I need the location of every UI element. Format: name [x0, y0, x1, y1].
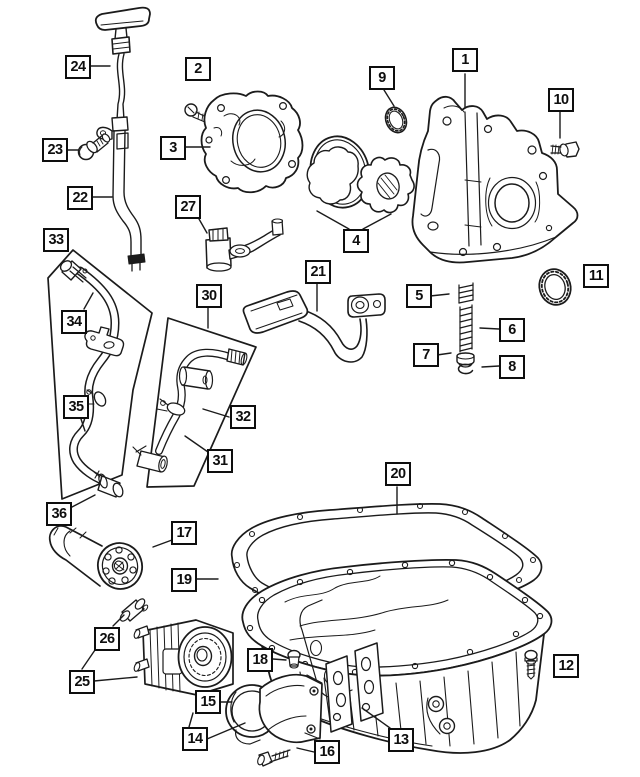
part-oil-filter-adapter: [205, 218, 284, 272]
callout-20[interactable]: 20: [385, 462, 411, 486]
callout-24[interactable]: 24: [65, 55, 91, 79]
callout-8-number: 8: [508, 358, 516, 375]
callout-34[interactable]: 34: [61, 310, 87, 334]
callout-5-number: 5: [415, 287, 423, 304]
callout-15[interactable]: 15: [195, 690, 221, 714]
callout-36-number: 36: [51, 505, 68, 522]
callout-17-number: 17: [176, 524, 193, 541]
callout-1[interactable]: 1: [452, 48, 478, 72]
callout-11[interactable]: 11: [583, 264, 609, 288]
part-oil-pump-body: [411, 95, 579, 264]
callout-23-number: 23: [47, 141, 64, 158]
part-tube-bracket-bolt: [77, 133, 111, 161]
callout-16-number: 16: [319, 743, 336, 760]
callout-10[interactable]: 10: [548, 88, 574, 112]
callout-2-number: 2: [194, 60, 202, 77]
part-oil-pump-cover: [200, 90, 304, 194]
callout-9[interactable]: 9: [369, 66, 395, 90]
callout-21[interactable]: 21: [305, 260, 331, 284]
callout-27-number: 27: [180, 198, 197, 215]
callout-1-number: 1: [461, 51, 469, 68]
callout-17[interactable]: 17: [171, 521, 197, 545]
part-inlet-bolt: [257, 749, 291, 767]
callout-18-number: 18: [252, 651, 269, 668]
part-cover-screw: [184, 103, 209, 123]
callout-31-number: 31: [212, 452, 229, 469]
callout-26-number: 26: [99, 630, 116, 647]
callout-22-number: 22: [72, 189, 89, 206]
callout-22[interactable]: 22: [67, 186, 93, 210]
part-pan-bolt: [524, 649, 538, 680]
callout-33-number: 33: [48, 231, 65, 248]
part-dipstick: [94, 6, 151, 272]
callout-34-number: 34: [66, 313, 83, 330]
callout-20-number: 20: [390, 465, 407, 482]
callout-7-number: 7: [422, 346, 430, 363]
callout-2[interactable]: 2: [185, 57, 211, 81]
callout-11-number: 11: [588, 267, 604, 284]
callout-24-number: 24: [70, 58, 87, 75]
part-relief-valve-set: [456, 282, 475, 375]
callout-30[interactable]: 30: [196, 284, 222, 308]
callout-6[interactable]: 6: [499, 318, 525, 342]
callout-3[interactable]: 3: [160, 136, 186, 160]
callout-35-number: 35: [68, 398, 85, 415]
callout-12-number: 12: [558, 657, 575, 674]
callout-19-number: 19: [176, 571, 193, 588]
callout-16[interactable]: 16: [314, 740, 340, 764]
callout-13[interactable]: 13: [388, 728, 414, 752]
callout-9-number: 9: [378, 69, 386, 86]
callout-10-number: 10: [553, 91, 570, 108]
callout-6-number: 6: [508, 321, 516, 338]
callout-32[interactable]: 32: [230, 405, 256, 429]
callout-15-number: 15: [200, 693, 217, 710]
part-baffle-plates: [325, 642, 384, 733]
part-oring-seal: [384, 106, 408, 134]
callout-4[interactable]: 4: [343, 229, 369, 253]
part-oil-cooler: [133, 619, 234, 696]
callout-36[interactable]: 36: [46, 502, 72, 526]
part-oil-pickup-tube: [242, 290, 386, 363]
callout-21-number: 21: [310, 263, 327, 280]
hose-group-33: [47, 249, 153, 500]
callout-13-number: 13: [393, 731, 410, 748]
callout-19[interactable]: 19: [171, 568, 197, 592]
callout-18[interactable]: 18: [247, 648, 273, 672]
callout-33[interactable]: 33: [43, 228, 69, 252]
callout-7[interactable]: 7: [413, 343, 439, 367]
callout-8[interactable]: 8: [499, 355, 525, 379]
callout-25-number: 25: [74, 673, 91, 690]
leader-lines: [67, 65, 561, 753]
part-bracket-34: [84, 326, 125, 357]
callout-12[interactable]: 12: [553, 654, 579, 678]
callout-5[interactable]: 5: [406, 284, 432, 308]
part-oil-filter: [48, 525, 143, 590]
hose-group-30: [132, 317, 257, 488]
callout-35[interactable]: 35: [63, 395, 89, 419]
callout-23[interactable]: 23: [42, 138, 68, 162]
callout-32-number: 32: [235, 408, 252, 425]
part-cooler-stud: [119, 598, 149, 622]
callout-27[interactable]: 27: [175, 195, 201, 219]
part-rotor-set: [306, 135, 415, 214]
callout-3-number: 3: [169, 139, 177, 156]
part-pump-mount-bolt: [550, 141, 580, 158]
part-pan-plug: [287, 649, 301, 669]
callout-4-number: 4: [352, 232, 360, 249]
callout-30-number: 30: [201, 287, 218, 304]
part-crankshaft-seal: [538, 268, 572, 306]
callout-26[interactable]: 26: [94, 627, 120, 651]
part-pickup-inlet: [225, 673, 323, 745]
callout-14[interactable]: 14: [182, 727, 208, 751]
callout-25[interactable]: 25: [69, 670, 95, 694]
callout-14-number: 14: [187, 730, 204, 747]
callout-31[interactable]: 31: [207, 449, 233, 473]
